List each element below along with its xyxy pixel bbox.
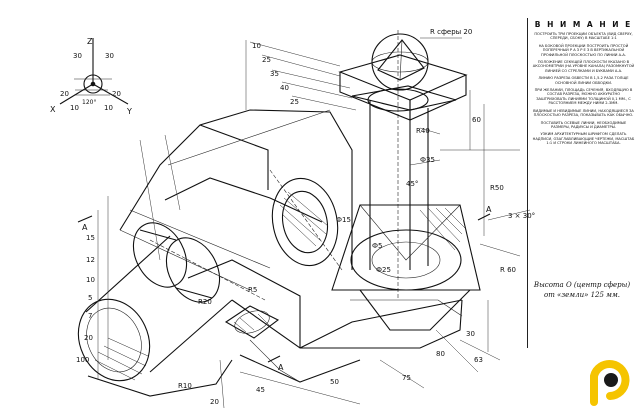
dim-s100: 100 — [76, 356, 89, 364]
dim-phi5: Ф5 — [372, 242, 382, 250]
vertical-column — [331, 30, 481, 331]
dim-b20: 20 — [210, 398, 219, 406]
axis-y-label: Y — [126, 107, 132, 116]
note-item: УЗКИМ АРХИТЕКТУРНЫМ ШРИФТОМ СДЕЛАТЬ НАДП… — [532, 132, 635, 146]
axis-tick-10-left: 10 — [70, 104, 79, 112]
dim-b45: 45 — [256, 386, 265, 394]
dim-r60: R 60 — [500, 266, 516, 274]
brand-logo-icon — [590, 360, 630, 406]
handwritten-line-1: Высота О (центр сферы) — [533, 281, 631, 289]
axis-tick-30-right: 30 — [105, 52, 114, 60]
dim-r5: R5 — [248, 286, 257, 294]
left-cylinder — [77, 235, 233, 397]
axis-tick-30-left: 30 — [73, 52, 82, 60]
axis-z-label: Z — [87, 37, 93, 46]
top-sphere — [338, 33, 468, 121]
dim-s10: 10 — [86, 276, 95, 284]
dim-b75: 75 — [402, 374, 411, 382]
dim-40: 40 — [280, 84, 289, 92]
middle-cylinder — [269, 169, 343, 271]
section-mark-a-1: A — [82, 223, 88, 232]
main-body — [119, 109, 463, 383]
note-item: НА БОКОВОЙ ПРОЕКЦИИ ПОСТРОИТЬ ПРОСТОЙ ПО… — [538, 43, 629, 57]
dimension-labels: R сферы 20 10 25 35 40 25 60 R40 Ф35 R50… — [76, 28, 535, 406]
axis-angle-label: 120° — [82, 99, 96, 106]
dim-r10: R10 — [178, 382, 192, 390]
section-mark-a-2: A — [278, 363, 284, 372]
task-notes: В Н И М А Н И Е ПОСТРОИТЬ ТРИ ПРОЕКЦИИ О… — [527, 18, 635, 348]
dim-b30: 30 — [466, 330, 475, 338]
axis-tick-10-right: 10 — [104, 104, 113, 112]
dim-angle-3x30: 3 × 30° — [508, 212, 535, 220]
notes-title: В Н И М А Н И Е — [534, 20, 633, 29]
axis-x-label: X — [50, 105, 56, 114]
note-item: ПОСТРОИТЬ ТРИ ПРОЕКЦИИ ОБЪЕКТА (ВИД СВЕР… — [534, 32, 633, 41]
dim-35: 35 — [270, 70, 279, 78]
note-item: ПРИ ЖЕЛАНИИ, ПЛОЩАДЬ СЕЧЕНИЯ, ВХОДЯЩУЮ В… — [534, 88, 633, 106]
note-item: ПОСТАВИТЬ ОСЕВЫЕ ЛИНИИ, НЕОБХОДИМЫЕ РАЗМ… — [540, 120, 627, 129]
note-item: ВИДИМЫЕ И НЕВИДИМЫЕ ЛИНИИ, НАХОДЯЩИЕСЯ З… — [533, 108, 634, 118]
dim-r50: R50 — [490, 184, 504, 192]
dim-s15: 15 — [86, 234, 95, 242]
small-pivot — [224, 305, 280, 339]
dim-phi25: Ф25 — [376, 266, 391, 274]
dim-s7: 7 — [88, 312, 92, 320]
dim-phi35: Ф35 — [420, 156, 435, 164]
dim-angle-45: 45° — [406, 180, 418, 188]
axis-symbol: Z X Y 30 30 20 20 10 10 120° — [50, 37, 132, 116]
dim-r40: R40 — [416, 127, 430, 135]
dim-r20: R20 — [198, 298, 212, 306]
section-mark-a-3: A — [486, 205, 492, 214]
dim-25b: 25 — [290, 98, 299, 106]
dim-sphere-radius: R сферы 20 — [430, 28, 472, 36]
handwritten-line-2: от «земли» 125 мм. — [543, 291, 620, 299]
dim-s5: 5 — [88, 294, 92, 302]
dimension-lines — [77, 37, 531, 409]
dim-10: 10 — [252, 42, 261, 50]
front-cylinder — [132, 222, 266, 303]
dim-s20: 20 — [84, 334, 93, 342]
note-item: ЛИНИЮ РАЗРЕЗА ОБВЕСТИ В 1,5-2 РАЗА ТОЛЩЕ… — [538, 76, 629, 85]
axis-tick-20-left: 20 — [60, 90, 69, 98]
dim-s12: 12 — [86, 256, 95, 264]
dim-b80: 80 — [436, 350, 445, 358]
dim-25: 25 — [262, 56, 271, 64]
dim-phi15: Ф15 — [336, 216, 351, 224]
dim-b63: 63 — [474, 356, 483, 364]
axis-tick-20-right: 20 — [112, 90, 121, 98]
handwritten-note: Высота О (центр сферы) от «земли» 125 мм… — [530, 280, 634, 300]
dim-60: 60 — [472, 116, 481, 124]
dim-b50: 50 — [330, 378, 339, 386]
note-item: ПОЛОЖЕНИЕ СЕКУЩЕЙ ПЛОСКОСТИ УКАЗАНО В АК… — [532, 60, 635, 73]
